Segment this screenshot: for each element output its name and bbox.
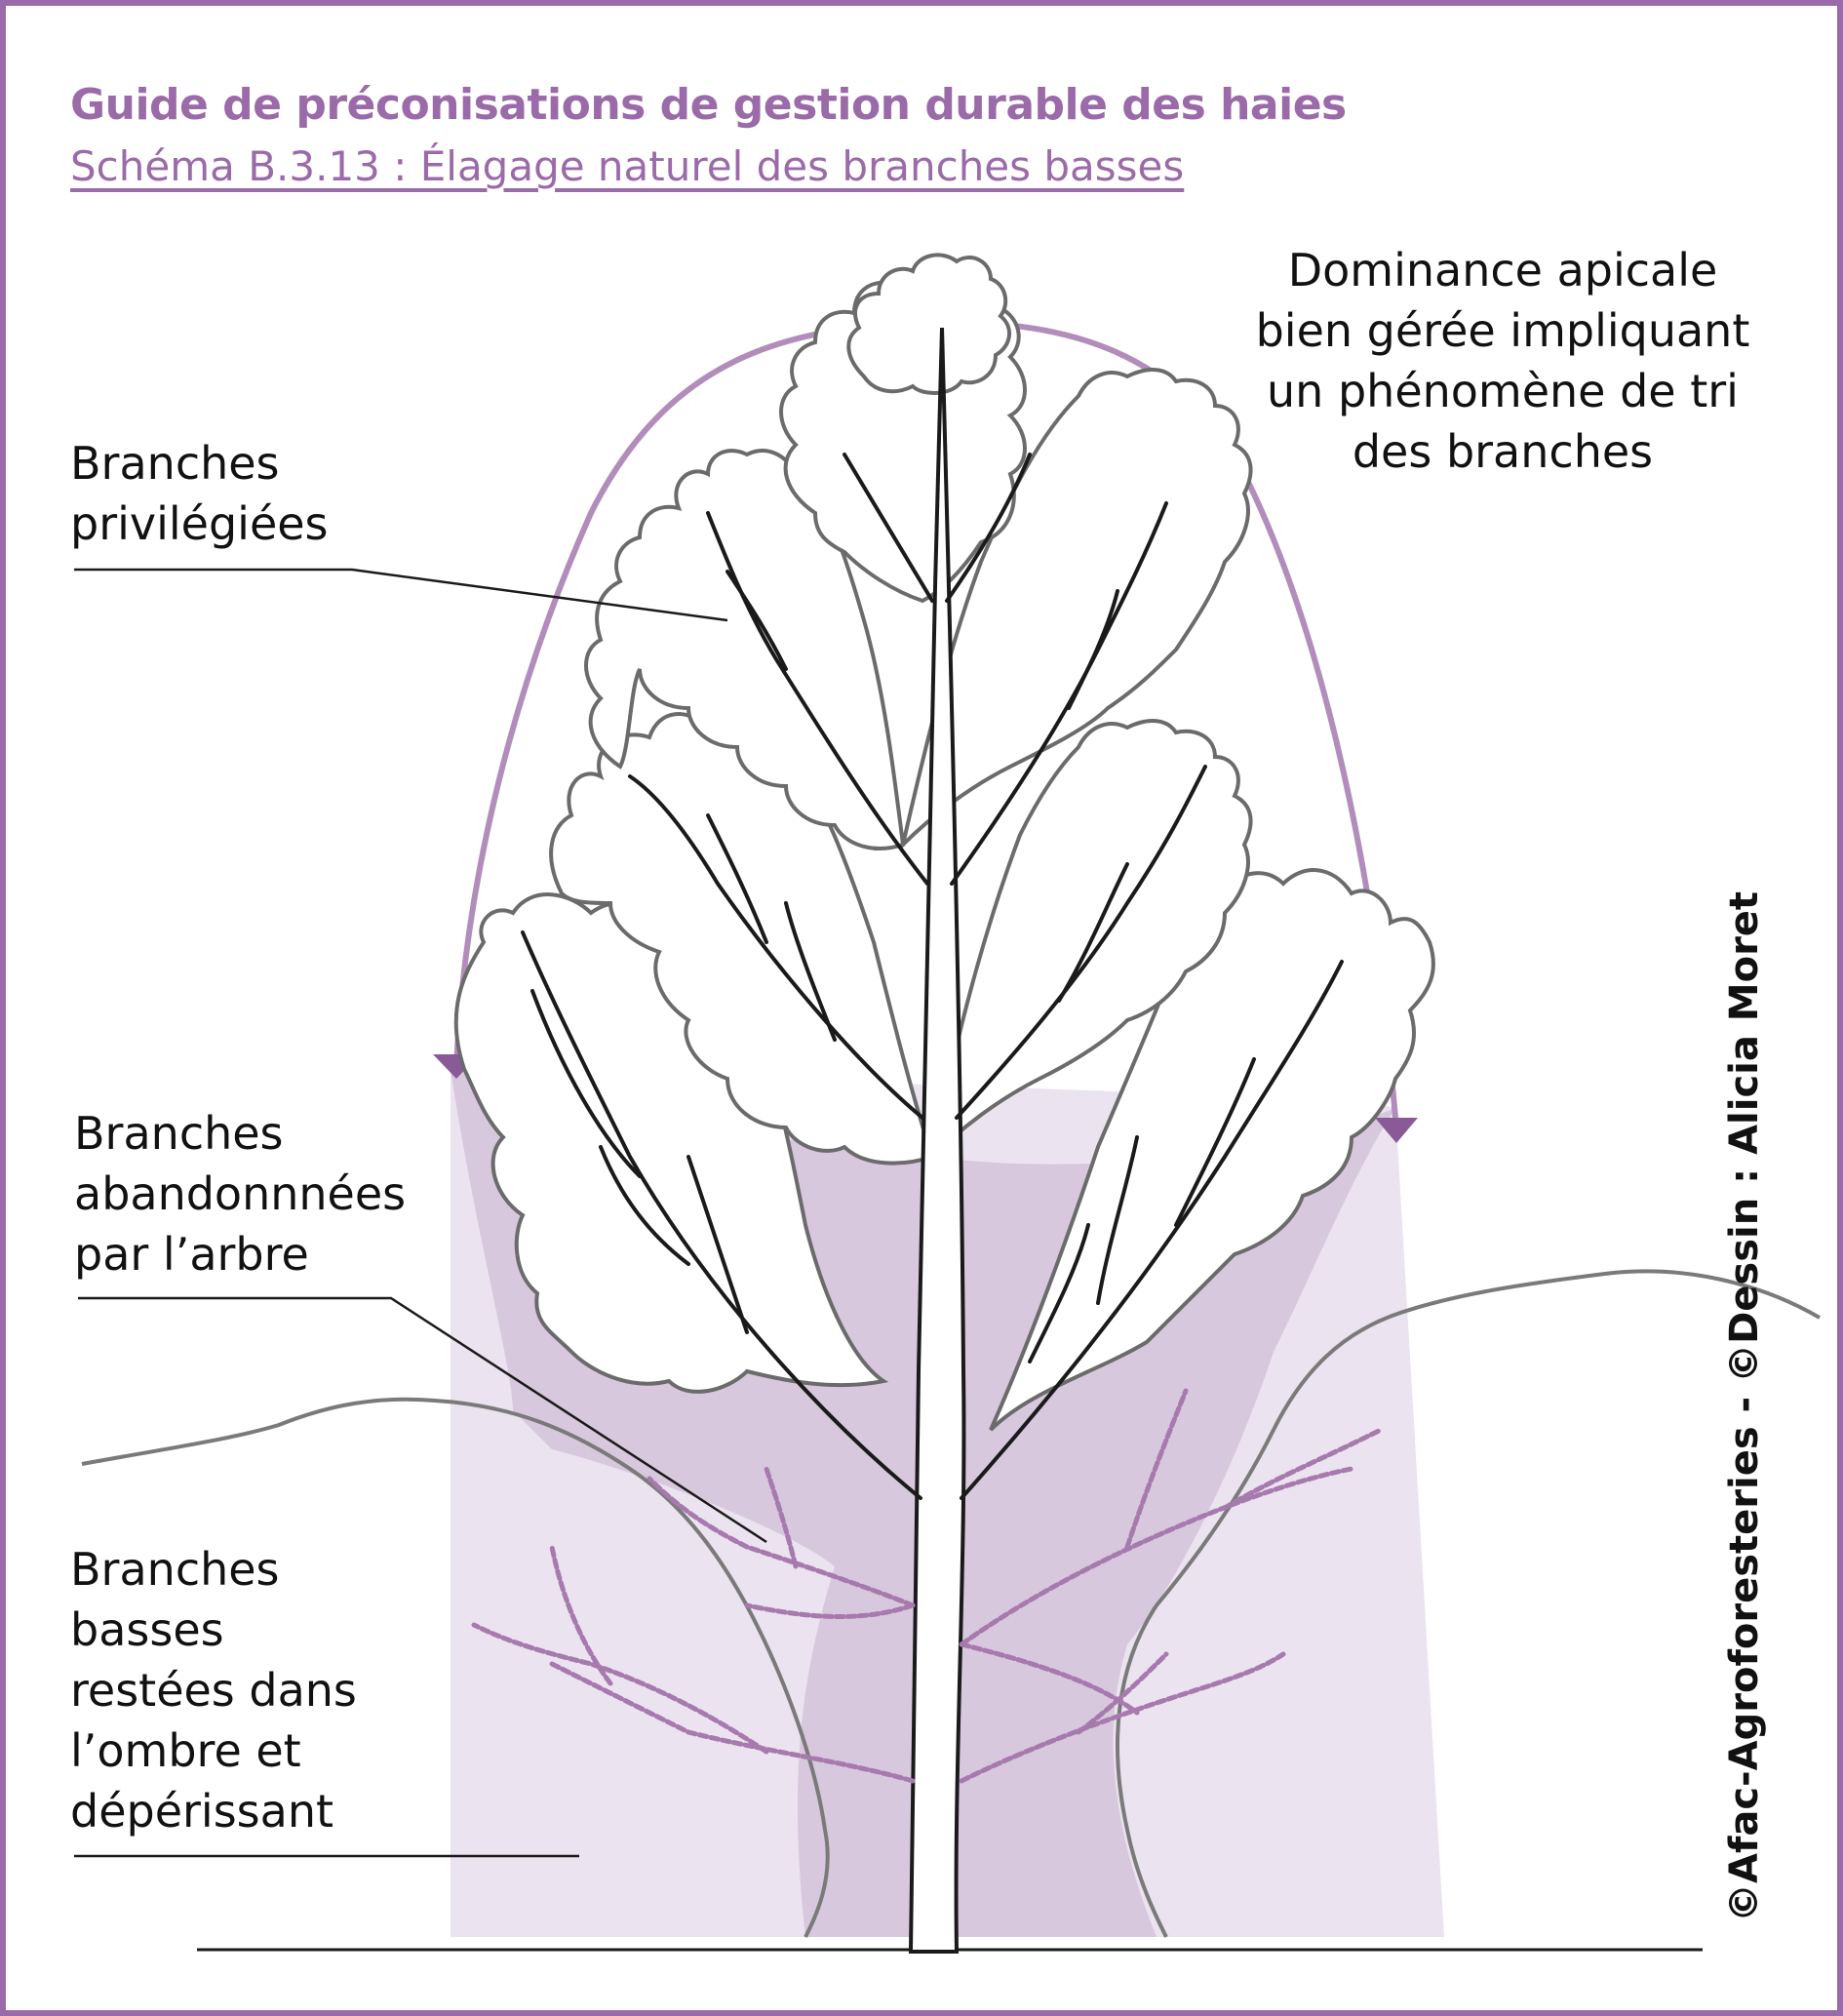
arrow-right-icon	[1375, 1118, 1418, 1143]
label-dominance-apicale: Dominance apicale bien gérée impliquant …	[1255, 244, 1750, 478]
hill-left	[81, 1397, 830, 1938]
hill-right	[1116, 1269, 1822, 1938]
page-title: Guide de préconisations de gestion durab…	[70, 80, 1347, 130]
leader-lines	[74, 568, 767, 1858]
label-branches-abandonnees: Branches abandonnnées par l’arbre	[74, 1107, 407, 1281]
credit-text: ©Afac-Agroforesteries - ©Dessin : Alicia…	[1722, 890, 1767, 1922]
dead-branches	[471, 1388, 1384, 1784]
crown-lobe-peak	[846, 253, 1011, 395]
leader-line-abandonnees	[78, 1296, 767, 1544]
living-branches	[521, 453, 1344, 1500]
tree-illustration	[74, 253, 1822, 1954]
label-branches-privilegiees: Branches privilégiées	[70, 437, 329, 550]
page-subtitle: Schéma B.3.13 : Élagage naturel des bran…	[70, 142, 1185, 190]
label-branches-basses: Branches basses restées dans l’ombre et …	[70, 1543, 357, 1838]
leader-line-privilegiees	[74, 568, 728, 622]
